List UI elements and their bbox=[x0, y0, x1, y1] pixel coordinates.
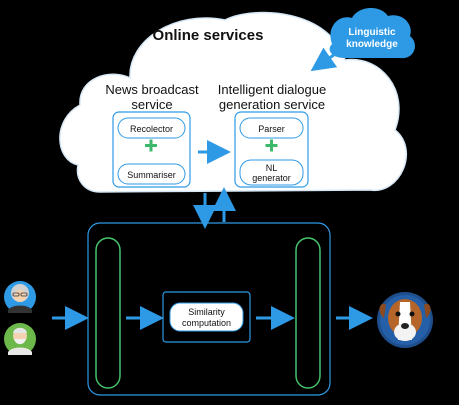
knowledge-arrow bbox=[310, 47, 339, 72]
nl-generator-label-line1: NL bbox=[266, 163, 278, 173]
similarity-label-line2: computation bbox=[182, 318, 231, 328]
cloud-title: Online services bbox=[153, 27, 264, 44]
parser-label: Parser bbox=[258, 124, 285, 134]
dog-robot-icon bbox=[377, 292, 433, 348]
similarity-pill bbox=[169, 302, 244, 332]
nl-generator-label-line2: generator bbox=[252, 173, 291, 183]
news-service-title-line1: News broadcast bbox=[105, 82, 199, 97]
dialogue-service-title-line1: Intelligent dialogue bbox=[218, 82, 326, 97]
knowledge-label-line1: Linguistic bbox=[348, 27, 396, 38]
knowledge-label-line2: knowledge bbox=[346, 39, 398, 50]
parser-pill bbox=[239, 117, 304, 139]
summariser-pill bbox=[117, 163, 186, 185]
summariser-label: Summariser bbox=[127, 170, 176, 180]
nl-generator-pill bbox=[239, 159, 304, 186]
similarity-label-line1: Similarity bbox=[188, 307, 225, 317]
recolector-label: Recolector bbox=[130, 124, 173, 134]
left-embedding-tube bbox=[95, 237, 121, 389]
dialogue-service-title-line2: generation service bbox=[219, 97, 325, 112]
news-service-title-line2: service bbox=[131, 97, 172, 112]
dialogue-plus-icon bbox=[265, 139, 278, 152]
news-plus-icon bbox=[145, 139, 157, 152]
right-embedding-tube bbox=[295, 237, 321, 389]
elderly-woman-icon bbox=[4, 281, 36, 313]
linguistic-knowledge-bubble bbox=[329, 7, 415, 59]
recolector-pill bbox=[117, 117, 186, 139]
elderly-man-icon bbox=[4, 323, 36, 355]
